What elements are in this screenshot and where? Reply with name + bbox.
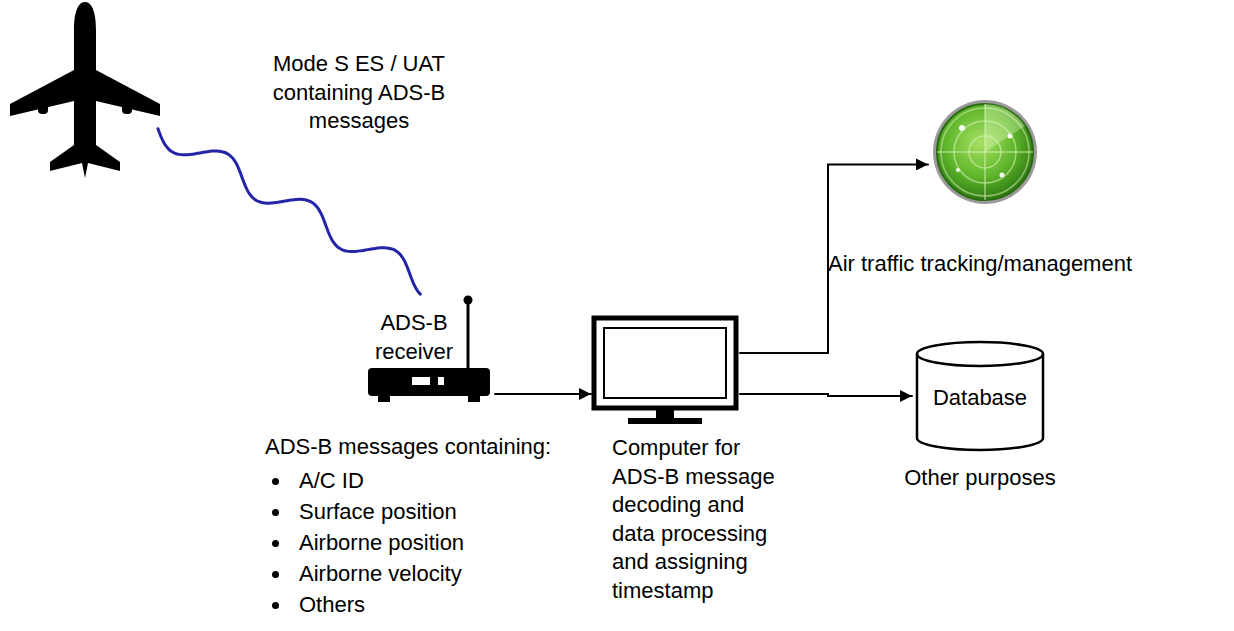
list-item: Others xyxy=(265,591,619,620)
computer-node: Computer for ADS-B message decoding and … xyxy=(612,434,788,614)
airplane-body xyxy=(10,2,160,178)
list-heading: ADS-B messages containing: xyxy=(265,433,585,462)
radar-blip xyxy=(959,125,965,131)
monitor-frame xyxy=(594,318,736,408)
radar-blip xyxy=(1008,134,1013,139)
antenna xyxy=(467,300,470,370)
receiver-slot xyxy=(412,377,430,385)
radar-label: Air traffic tracking/management xyxy=(790,250,1170,279)
monitor-screen xyxy=(604,328,726,398)
radar-rim xyxy=(933,100,1037,204)
database-cylinder: DatabaseOther purposes xyxy=(915,340,1045,452)
list-item: Airborne velocity xyxy=(265,560,619,589)
signal-wave xyxy=(158,129,420,294)
radar-symbol xyxy=(933,100,1037,204)
radar-blip xyxy=(1000,173,1005,178)
radar-screen xyxy=(937,104,1033,200)
engine xyxy=(122,92,132,114)
data-arrow xyxy=(495,393,591,395)
database-label: Database xyxy=(915,384,1045,413)
computer-symbol xyxy=(594,318,736,424)
airplane-silhouette xyxy=(10,2,160,178)
radar-blip xyxy=(956,168,960,172)
receiver-foot xyxy=(468,396,480,402)
data-arrow xyxy=(740,394,912,396)
monitor-neck xyxy=(656,410,674,419)
radar-node: Air traffic tracking/management xyxy=(790,250,1170,284)
purpose-label: Other purposes xyxy=(870,464,1090,493)
cylinder-rim xyxy=(917,354,1043,366)
monitor-base xyxy=(628,418,702,424)
radar-sweep xyxy=(985,104,1025,152)
list-item: Airborne position xyxy=(265,529,619,558)
list-item: A/C ID xyxy=(265,467,619,496)
engine xyxy=(38,92,48,114)
receiver-body xyxy=(368,368,490,396)
receiver-label: ADS-B receiver xyxy=(362,309,466,366)
list-item: Surface position xyxy=(265,498,619,527)
receiver-foot xyxy=(378,396,390,402)
receiver-node: ADS-B receiverADS-B messages containing:… xyxy=(255,305,600,620)
airplane-caption-box: Mode S ES / UAT containing ADS-B message… xyxy=(228,50,490,150)
signal-label: Mode S ES / UAT containing ADS-B message… xyxy=(228,50,490,136)
computer-label: Computer for ADS-B message decoding and … xyxy=(612,434,788,606)
receiver-led xyxy=(438,377,444,385)
